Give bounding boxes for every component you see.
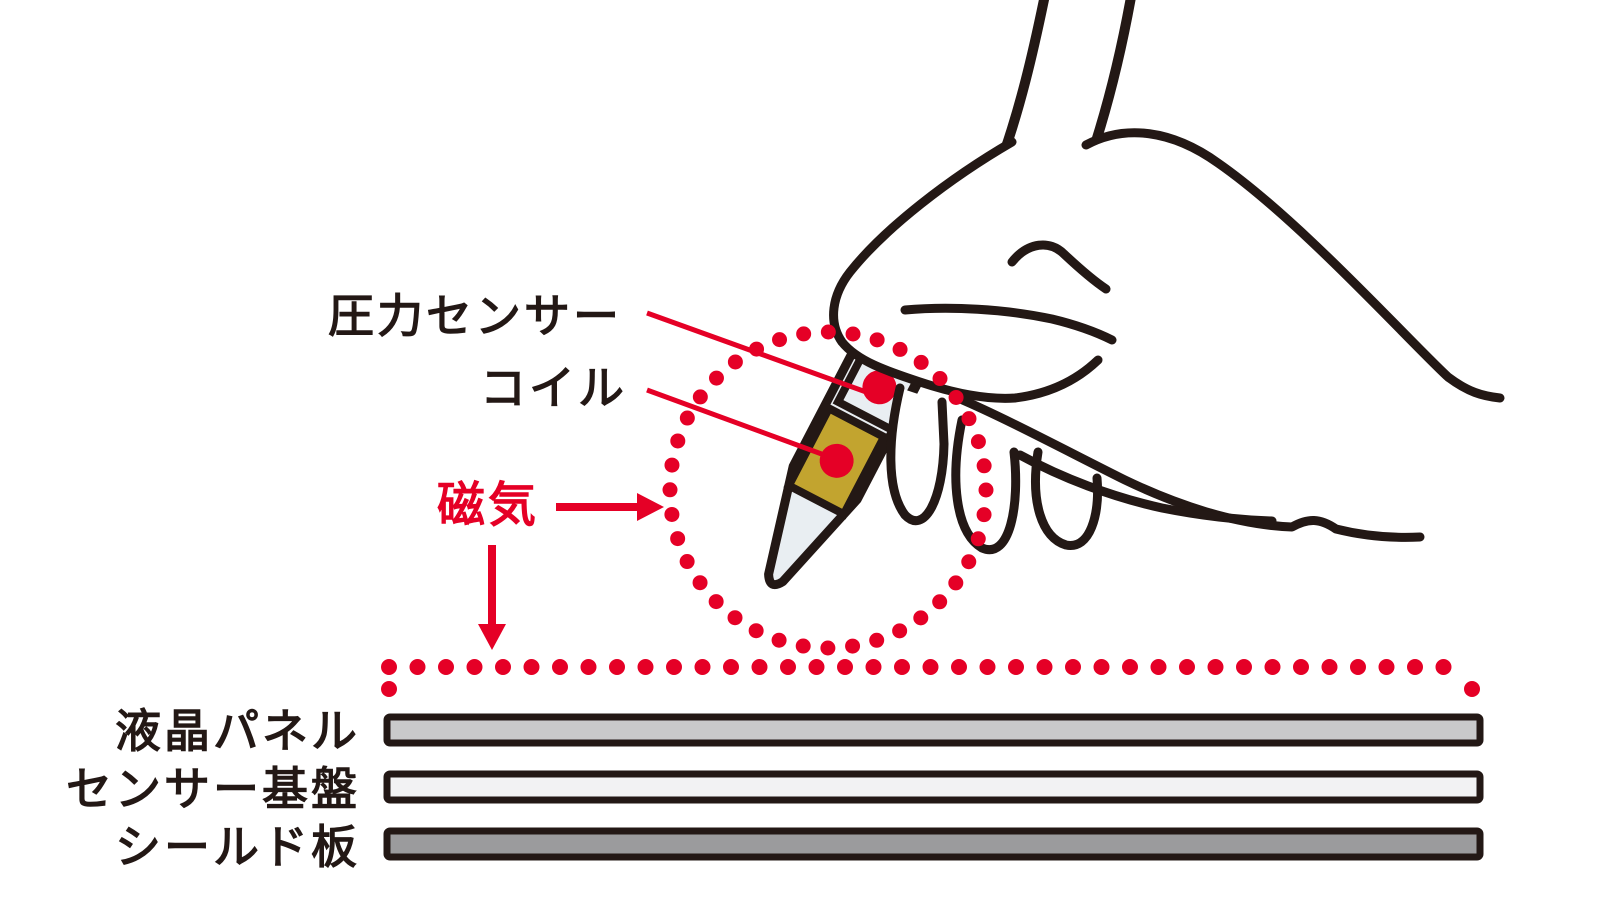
magnetism-label: 磁気	[437, 479, 540, 532]
coil-leader-line	[646, 387, 839, 463]
curled-finger-middle-outline	[886, 383, 949, 526]
pressure-sensor-label: 圧力センサー	[328, 290, 622, 342]
magnetic-line-end-dot-left	[381, 681, 397, 697]
lcd-panel-bar	[383, 713, 1484, 747]
pressure-sensor-leader-line	[646, 310, 881, 400]
pinky-edge-line	[1015, 450, 1277, 526]
arrowhead-right-icon	[637, 493, 664, 521]
knuckle-bump-line	[1007, 240, 1111, 294]
sensor-board-label: センサー基盤	[66, 763, 360, 815]
magnetic-field-overlays	[381, 310, 1480, 697]
magnetism-arrow-down	[478, 545, 506, 650]
curled-finger-middle-fill	[890, 388, 944, 521]
curled-finger-ring-outline	[951, 415, 1021, 555]
magnetic-field-circle	[662, 324, 994, 656]
magnetic-line-end-dot-right	[1464, 681, 1480, 697]
coil-label: コイル	[480, 362, 627, 414]
shield-plate-label: シールド板	[115, 821, 360, 873]
tablet-layers	[383, 713, 1484, 861]
knuckle-bump-fill	[1012, 244, 1106, 312]
hand-mass-fill	[1025, 137, 1495, 534]
magnetism-arrow-right	[556, 493, 664, 521]
arrowhead-down-icon	[478, 624, 506, 650]
lcd-panel-label: 液晶パネル	[115, 705, 360, 757]
sensor-board-bar	[383, 770, 1484, 804]
hand-top-outline	[1081, 128, 1505, 403]
curled-finger-pinky-outline	[1031, 447, 1103, 550]
index-finger-outline	[829, 137, 1103, 403]
shield-plate-bar	[383, 827, 1484, 861]
finger-crease-line	[900, 303, 1117, 345]
hand-illustration	[829, 128, 1505, 555]
